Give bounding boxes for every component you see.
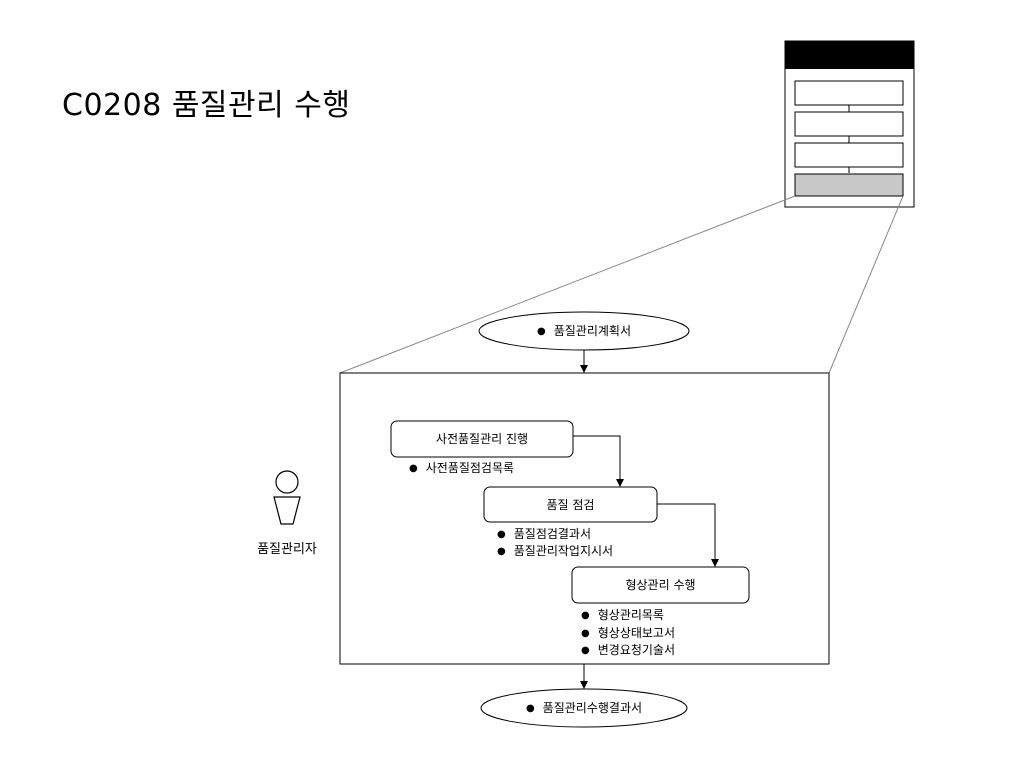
thumbnail-step-3 — [794, 142, 904, 168]
actor-body-icon — [273, 496, 301, 525]
step-3-box — [571, 566, 750, 604]
step-3-output-2: 형상상태보고서 — [581, 626, 675, 641]
overview-thumbnail — [784, 40, 915, 208]
step-1-box — [390, 420, 574, 458]
step-3-label: 형상관리 수행 — [625, 578, 696, 592]
zoom-line-left — [339, 195, 796, 374]
output-document-label: 품질관리수행결과서 — [484, 701, 684, 716]
input-document-label: 품질관리계획서 — [484, 324, 684, 339]
step-1-output-1: 사전품질점검목록 — [409, 461, 514, 476]
flow-arrow-2-to-3 — [657, 503, 719, 567]
step-3-output-3: 변경요청기술서 — [581, 643, 675, 658]
thumbnail-step-4-highlighted — [794, 173, 904, 197]
zoom-line-right — [828, 195, 904, 374]
page-title: C0208 품질관리 수행 — [62, 88, 351, 123]
thumbnail-header-bar — [785, 41, 914, 69]
step-1-label: 사전품질관리 진행 — [435, 432, 529, 446]
actor-person-icon — [273, 470, 301, 525]
flow-arrow-1-to-2 — [573, 435, 624, 487]
thumbnail-step-2 — [794, 111, 904, 137]
step-2-output-1: 품질점검결과서 — [497, 527, 591, 542]
step-2-output-2: 품질관리작업지시서 — [497, 544, 613, 559]
thumbnail-step-1 — [794, 80, 904, 106]
actor-label: 품질관리자 — [257, 542, 317, 557]
step-3-output-1: 형상관리목록 — [581, 608, 664, 623]
actor-head-icon — [275, 470, 299, 494]
step-2-label: 품질 점검 — [546, 498, 595, 512]
